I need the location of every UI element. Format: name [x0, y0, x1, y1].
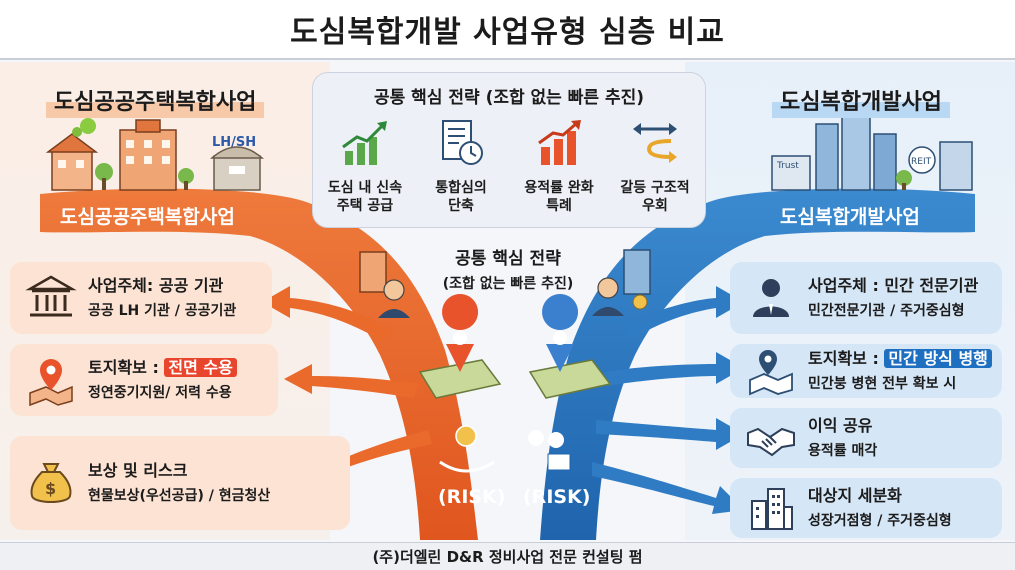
right-card-profit: 이익 공유 용적률 매각 [730, 408, 1002, 468]
right-card-land: 토지확보 : 민간 방식 병행 민간붕 병현 전부 확보 시 [730, 344, 1002, 398]
strategy-item-line2: 주택 공급 [336, 198, 394, 214]
bar-chart-icon [538, 120, 581, 165]
card-sub: 용적률 매각 [808, 443, 878, 459]
card-heading: 토지확보 : 전면 수용 [88, 357, 237, 379]
card-heading: 사업주체: 공공 기관 [88, 276, 224, 295]
left-card-compensation: $ 보상 및 리스크 현물보상(우선공급) / 현금청산 [10, 436, 350, 530]
left-branch-2 [284, 364, 418, 398]
card-heading-highlight: 민간 방식 병행 [884, 349, 992, 368]
right-risk-label: (RISK) [523, 486, 591, 508]
reit-building-label: REIT [911, 157, 932, 167]
right-location-pin-icon [528, 294, 612, 399]
card-sub: 정연중기지원/ 저력 수용 [88, 385, 232, 401]
center-subtitle: (조합 없는 빠른 추진) [442, 276, 574, 292]
city-icon [751, 488, 793, 530]
map-pin-icon [29, 359, 73, 407]
right-band-label: 도심복합개발사업 [780, 206, 920, 228]
bank-icon [25, 275, 77, 317]
right-buildings-illustration: Trust REIT [771, 111, 973, 191]
strategy-item-supply: 도심 내 신속 주택 공급 [317, 117, 413, 215]
strategy-title: 공통 핵심 전략 (조합 없는 빠른 추진) [373, 88, 644, 108]
card-sub: 민간전문기관 / 주거중심형 [808, 303, 965, 319]
right-card-site: 대상지 세분화 성장거점형 / 주거중심형 [730, 478, 1002, 538]
card-sub: 민간붕 병현 전부 확보 시 [808, 376, 957, 392]
strategy-item-line2: 우회 [642, 198, 668, 214]
strategy-item-line2: 특례 [546, 198, 572, 214]
card-heading-prefix: 토지확보 : [808, 349, 885, 368]
card-sub: 공공 LH 기관 / 공공기관 [88, 303, 237, 319]
money-bag-icon: $ [30, 463, 72, 503]
document-clock-icon [442, 120, 483, 165]
left-risk-label: (RISK) [438, 486, 506, 508]
trust-building-label: Trust [776, 161, 799, 171]
right-investor-icon [592, 249, 651, 316]
left-card-land: 토지확보 : 전면 수용 정연중기지원/ 저력 수용 [10, 344, 278, 416]
right-section-label: 도심복합개발사업 [772, 82, 950, 118]
card-sub: 성장거점형 / 주거중심형 [808, 513, 952, 529]
strategy-item-far: 용적률 완화 특례 [511, 117, 607, 215]
growth-chart-icon [342, 121, 387, 165]
right-branch-1 [622, 286, 744, 340]
card-heading: 보상 및 리스크 [88, 461, 188, 480]
strategy-item-line1: 도심 내 신속 [327, 180, 403, 196]
center-title: 공통 핵심 전략 [455, 249, 561, 269]
left-branch-1 [262, 286, 392, 342]
strategy-item-review: 통합심의 단축 [413, 117, 509, 215]
left-investor-icon [359, 251, 410, 318]
strategy-item-line1: 통합심의 [435, 180, 487, 196]
center-strategy-label: 공통 핵심 전략 (조합 없는 빠른 추진) [412, 244, 604, 293]
card-heading: 이익 공유 [808, 416, 873, 435]
svg-text:$: $ [45, 479, 56, 498]
right-card-operator: 사업주체 : 민간 전문기관 민간전문기관 / 주거중심형 [730, 262, 1002, 334]
card-heading-prefix: 토지확보 : [88, 358, 165, 377]
right-branch-2 [604, 352, 744, 386]
footer: (주)더엘린 D&R 정비사업 전문 컨설팅 펌 [0, 542, 1015, 570]
left-section-label: 도심공공주택복합사업 [46, 82, 265, 118]
common-strategy-box: 공통 핵심 전략 (조합 없는 빠른 추진) 도심 내 신속 주택 공급 통합심… [312, 72, 706, 228]
handshake-icon [747, 427, 795, 457]
detour-arrows-icon [633, 123, 677, 163]
left-band-label: 도심공공주택복합사업 [60, 206, 235, 228]
card-heading: 토지확보 : 민간 방식 병행 [808, 348, 992, 370]
right-branch-4 [592, 462, 744, 514]
left-buildings-illustration: LH/SH [45, 118, 264, 191]
card-sub: 현물보상(우선공급) / 현금청산 [88, 488, 271, 504]
page-title: 도심복합개발 사업유형 심층 비교 [290, 15, 725, 50]
strategy-item-conflict: 갈등 구조적 우회 [607, 117, 703, 215]
right-branch-3 [596, 418, 744, 450]
card-heading: 사업주체 : 민간 전문기관 [808, 276, 979, 295]
lh-sh-logo-text: LH/SH [212, 135, 256, 150]
left-risk-hand-icon [439, 425, 495, 473]
left-location-pin-icon [418, 294, 502, 399]
left-card-operator: 사업주체: 공공 기관 공공 LH 기관 / 공공기관 [10, 262, 272, 334]
title-bar: 도심복합개발 사업유형 심층 비교 [0, 0, 1015, 60]
right-risk-people-icon [528, 430, 571, 471]
strategy-item-line1: 갈등 구조적 [620, 180, 690, 196]
strategy-item-line2: 단축 [448, 198, 474, 214]
strategy-item-line1: 용적률 완화 [524, 180, 594, 196]
card-heading: 대상지 세분화 [808, 486, 902, 505]
person-icon [753, 279, 789, 317]
card-heading-highlight: 전면 수용 [164, 358, 237, 377]
land-map-icon [749, 350, 793, 396]
